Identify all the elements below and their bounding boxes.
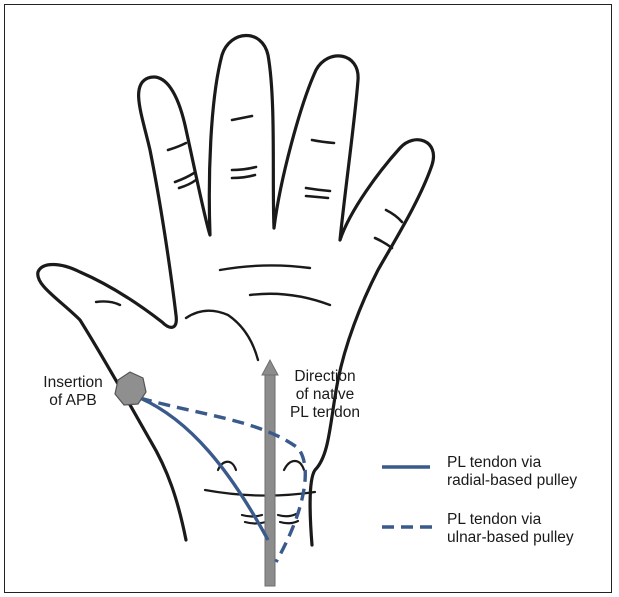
insertion-label-line2: of APB	[28, 392, 118, 410]
insertion-label-line1: Insertion	[28, 374, 118, 392]
radial-pulley-tendon-path	[140, 398, 268, 540]
legend-dashed-label-line1: PL tendon via	[447, 511, 574, 529]
palm-lines	[96, 265, 330, 360]
direction-label-line2: of native	[278, 386, 372, 404]
insertion-label: Insertion of APB	[28, 374, 118, 410]
legend-dashed-label: PL tendon via ulnar-based pulley	[447, 511, 574, 547]
insertion-of-apb-marker	[115, 372, 146, 405]
direction-label-line1: Direction	[278, 368, 372, 386]
legend-solid-label-line2: radial-based pulley	[447, 472, 577, 490]
legend-solid-label-line1: PL tendon via	[447, 454, 577, 472]
ulnar-pulley-tendon-path	[140, 398, 305, 562]
direction-label: Direction of native PL tendon	[278, 368, 372, 422]
direction-label-line3: PL tendon	[278, 404, 372, 422]
legend-dashed-label-line2: ulnar-based pulley	[447, 529, 574, 547]
direction-arrow	[262, 360, 278, 586]
finger-creases	[168, 116, 402, 248]
legend-solid-label: PL tendon via radial-based pulley	[447, 454, 577, 490]
